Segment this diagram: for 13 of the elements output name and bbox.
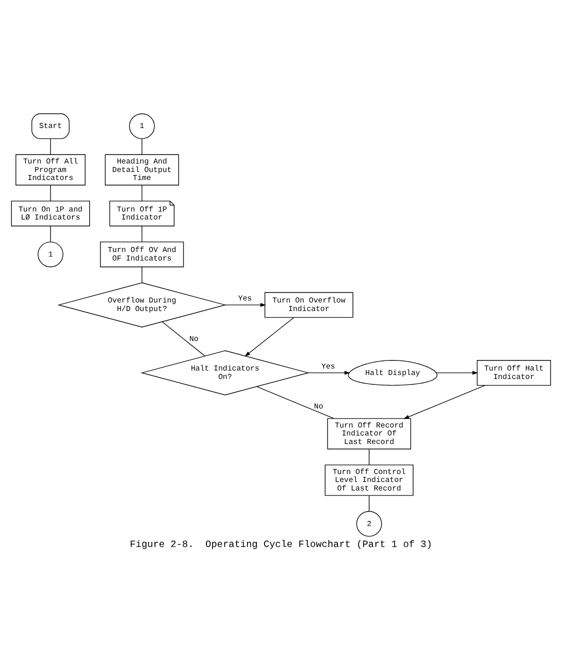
- connector: [256, 386, 334, 418]
- arrow: [224, 302, 266, 306]
- connector: [162, 321, 205, 356]
- arrow: [244, 316, 294, 356]
- connector: [368, 494, 370, 512]
- caption: Figure 2-8. Operating Cycle Flowchart (Part 1 of 3): [130, 538, 432, 550]
- arrow: [436, 370, 478, 374]
- arrow: [308, 370, 350, 374]
- connector: [50, 225, 51, 242]
- connector: [368, 448, 370, 465]
- connector: [50, 138, 51, 154]
- arrow: [404, 384, 486, 418]
- connector: [50, 184, 51, 201]
